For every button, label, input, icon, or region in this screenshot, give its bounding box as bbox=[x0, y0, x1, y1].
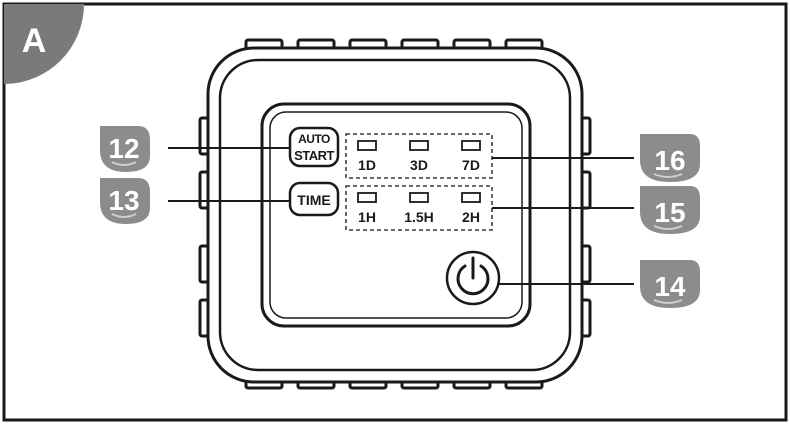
led-3d-label: 3D bbox=[410, 157, 428, 173]
time-label: TIME bbox=[297, 192, 330, 208]
callout-16: 16 bbox=[640, 134, 700, 182]
leader-lines bbox=[168, 147, 634, 285]
callout-15-label: 15 bbox=[654, 197, 685, 228]
power-icon bbox=[456, 256, 490, 296]
auto-start-label-line2: START bbox=[294, 148, 334, 163]
auto-start-label-line1: AUTO bbox=[298, 132, 330, 146]
led-7d: 7D bbox=[461, 140, 481, 173]
hour-indicator-group: 1H 1.5H 2H bbox=[345, 185, 493, 231]
time-button[interactable]: TIME bbox=[288, 181, 340, 217]
corner-label: A bbox=[22, 22, 47, 60]
led-1d: 1D bbox=[357, 140, 377, 173]
power-button[interactable] bbox=[445, 250, 501, 306]
led-1d-label: 1D bbox=[358, 157, 376, 173]
auto-start-button[interactable]: AUTO START bbox=[288, 126, 340, 168]
led-1-5h-label: 1.5H bbox=[404, 209, 434, 225]
callout-15: 15 bbox=[640, 186, 700, 234]
led-1-5h: 1.5H bbox=[404, 192, 434, 225]
callout-12: 12 bbox=[100, 126, 150, 172]
callout-14-label: 14 bbox=[654, 271, 686, 302]
callout-12-label: 12 bbox=[108, 133, 139, 164]
led-1h-label: 1H bbox=[358, 209, 376, 225]
led-7d-label: 7D bbox=[462, 157, 480, 173]
corner-badge: A bbox=[4, 4, 84, 84]
led-2h-label: 2H bbox=[462, 209, 480, 225]
callout-14: 14 bbox=[640, 260, 700, 308]
callout-13-label: 13 bbox=[108, 185, 139, 216]
device-body bbox=[198, 38, 592, 390]
callout-16-label: 16 bbox=[654, 145, 685, 176]
day-indicator-group: 1D 3D 7D bbox=[345, 133, 493, 179]
led-1h: 1H bbox=[357, 192, 377, 225]
led-2h: 2H bbox=[461, 192, 481, 225]
led-3d: 3D bbox=[409, 140, 429, 173]
callout-13: 13 bbox=[100, 178, 150, 224]
